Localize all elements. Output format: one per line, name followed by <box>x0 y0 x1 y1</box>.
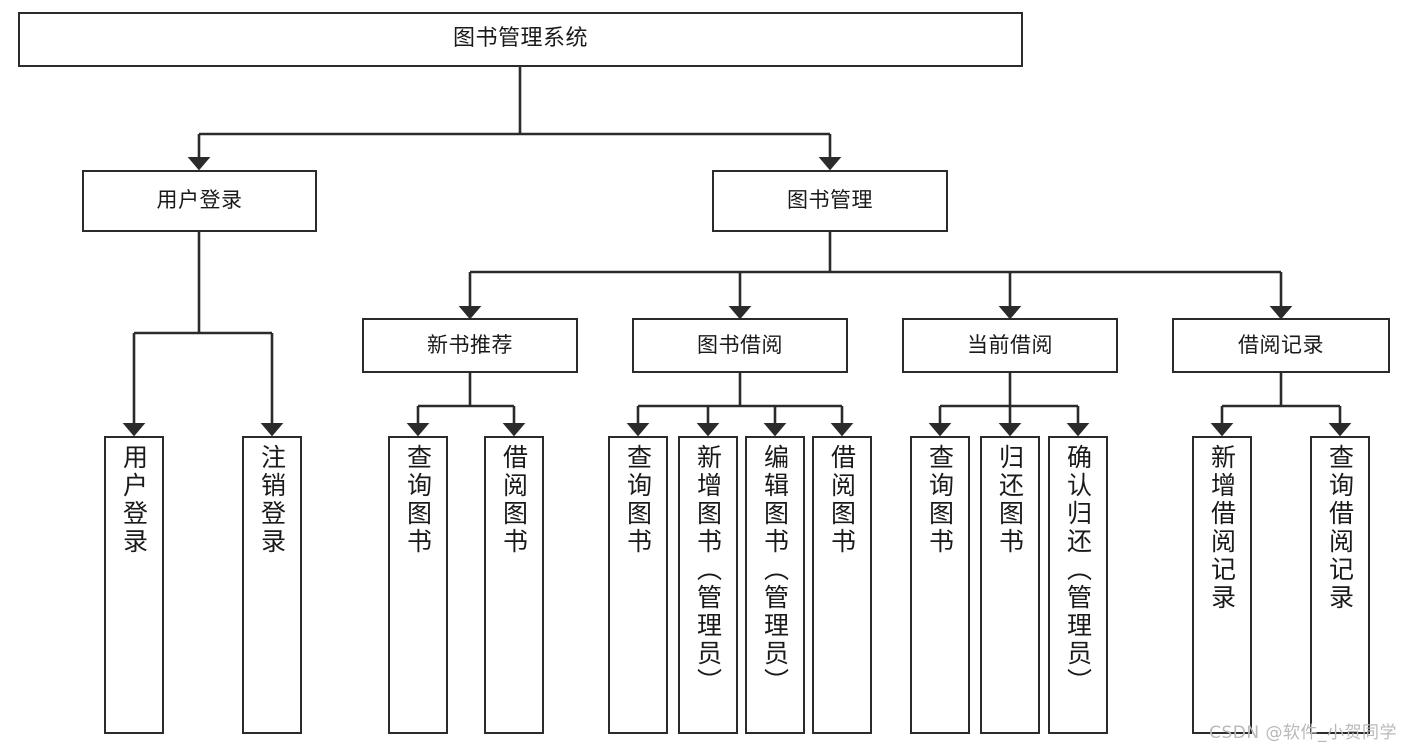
node-book-borrow[interactable]: 图书借阅 <box>632 318 848 373</box>
leaf-book-borrow-edit-book-admin[interactable]: 编辑图书（管理员） <box>745 436 805 734</box>
leaf-current-borrow-query-book[interactable]: 查询图书 <box>910 436 970 734</box>
leaf-current-borrow-confirm-return-admin[interactable]: 确认归还（管理员） <box>1048 436 1108 734</box>
node-root-book-management-system[interactable]: 图书管理系统 <box>18 12 1023 67</box>
node-label: 新书推荐 <box>427 332 513 357</box>
node-label: 图书借阅 <box>697 332 783 357</box>
node-label: 查询借阅记录 <box>1325 444 1355 612</box>
node-current-borrow[interactable]: 当前借阅 <box>902 318 1118 373</box>
node-borrow-record[interactable]: 借阅记录 <box>1172 318 1390 373</box>
node-label: 查询图书 <box>925 444 955 556</box>
node-label: 当前借阅 <box>967 332 1053 357</box>
node-label: 借阅记录 <box>1238 332 1324 357</box>
leaf-user-login-login[interactable]: 用户登录 <box>104 436 164 734</box>
node-label: 借阅图书 <box>827 444 857 556</box>
node-label: 查询图书 <box>623 444 653 556</box>
watermark: CSDN @软件_小贺同学 <box>1209 723 1397 743</box>
node-label: 编辑图书（管理员） <box>760 444 790 696</box>
node-label: 新增图书（管理员） <box>693 444 723 696</box>
node-label: 图书管理系统 <box>452 26 588 52</box>
node-label: 查询图书 <box>403 444 433 556</box>
leaf-current-borrow-return-book[interactable]: 归还图书 <box>980 436 1040 734</box>
node-label: 用户登录 <box>119 444 149 556</box>
node-label: 借阅图书 <box>499 444 529 556</box>
leaf-book-borrow-borrow-book[interactable]: 借阅图书 <box>812 436 872 734</box>
node-label: 注销登录 <box>257 444 287 556</box>
node-label: 确认归还（管理员） <box>1063 444 1093 696</box>
node-book-management[interactable]: 图书管理 <box>712 170 948 232</box>
node-label: 图书管理 <box>787 188 873 213</box>
node-label: 归还图书 <box>995 444 1025 556</box>
leaf-new-book-query-book[interactable]: 查询图书 <box>388 436 448 734</box>
leaf-book-borrow-query-book[interactable]: 查询图书 <box>608 436 668 734</box>
leaf-user-login-logout[interactable]: 注销登录 <box>242 436 302 734</box>
leaf-borrow-record-query-record[interactable]: 查询借阅记录 <box>1310 436 1370 734</box>
leaf-new-book-borrow-book[interactable]: 借阅图书 <box>484 436 544 734</box>
leaf-book-borrow-add-book-admin[interactable]: 新增图书（管理员） <box>678 436 738 734</box>
leaf-borrow-record-add-record[interactable]: 新增借阅记录 <box>1192 436 1252 734</box>
node-label: 新增借阅记录 <box>1207 444 1237 612</box>
node-new-book-recommend[interactable]: 新书推荐 <box>362 318 578 373</box>
node-user-login[interactable]: 用户登录 <box>82 170 317 232</box>
node-label: 用户登录 <box>156 188 243 213</box>
